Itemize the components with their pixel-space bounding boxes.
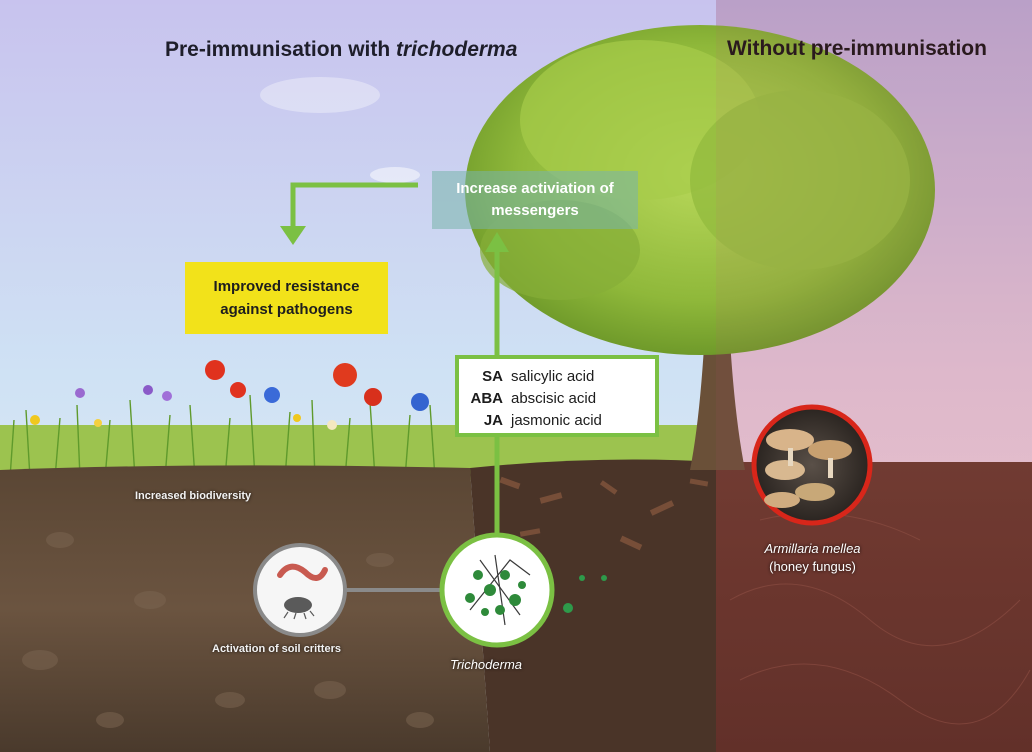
fungus-scientific-name: Armillaria mellea — [764, 541, 861, 556]
acid-list-box: SA salicylic acid ABA abscisic acid JA j… — [455, 355, 659, 437]
acid-name: abscisic acid — [511, 389, 597, 407]
acid-row-sa: SA salicylic acid — [459, 365, 655, 387]
acid-name: jasmonic acid — [511, 411, 602, 429]
title-left-prefix: Pre-immunisation with — [165, 38, 397, 61]
messengers-label: Increase activiation of messengers — [456, 180, 614, 219]
soil-critters-label: Activation of soil critters — [212, 643, 341, 655]
title-pre-immunisation: Pre-immunisation with trichoderma — [165, 38, 517, 62]
title-left-italic: trichoderma — [396, 38, 518, 61]
biodiversity-label: Increased biodiversity — [135, 490, 252, 502]
title-without-pre-immunisation: Without pre-immunisation — [727, 37, 987, 60]
messengers-box: Increase activiation of messengers — [432, 171, 638, 229]
resistance-box: Improved resistance against pathogens — [185, 262, 388, 334]
acid-row-ja: JA jasmonic acid — [459, 409, 655, 431]
acid-abbr: JA — [483, 411, 503, 429]
acid-name: salicylic acid — [511, 367, 595, 385]
acid-abbr: SA — [482, 367, 503, 385]
resistance-label: Improved resistance against pathogens — [213, 278, 360, 318]
soil-critters-icon — [253, 543, 347, 637]
honey-fungus-icon — [751, 404, 873, 526]
acid-row-aba: ABA abscisic acid — [459, 387, 655, 409]
trichoderma-icon — [439, 532, 555, 648]
honey-fungus-label: Armillaria mellea (honey fungus) — [745, 540, 880, 576]
fungus-common-name: (honey fungus) — [769, 559, 856, 574]
acid-abbr: ABA — [470, 389, 504, 407]
trichoderma-label: Trichoderma — [450, 657, 523, 672]
